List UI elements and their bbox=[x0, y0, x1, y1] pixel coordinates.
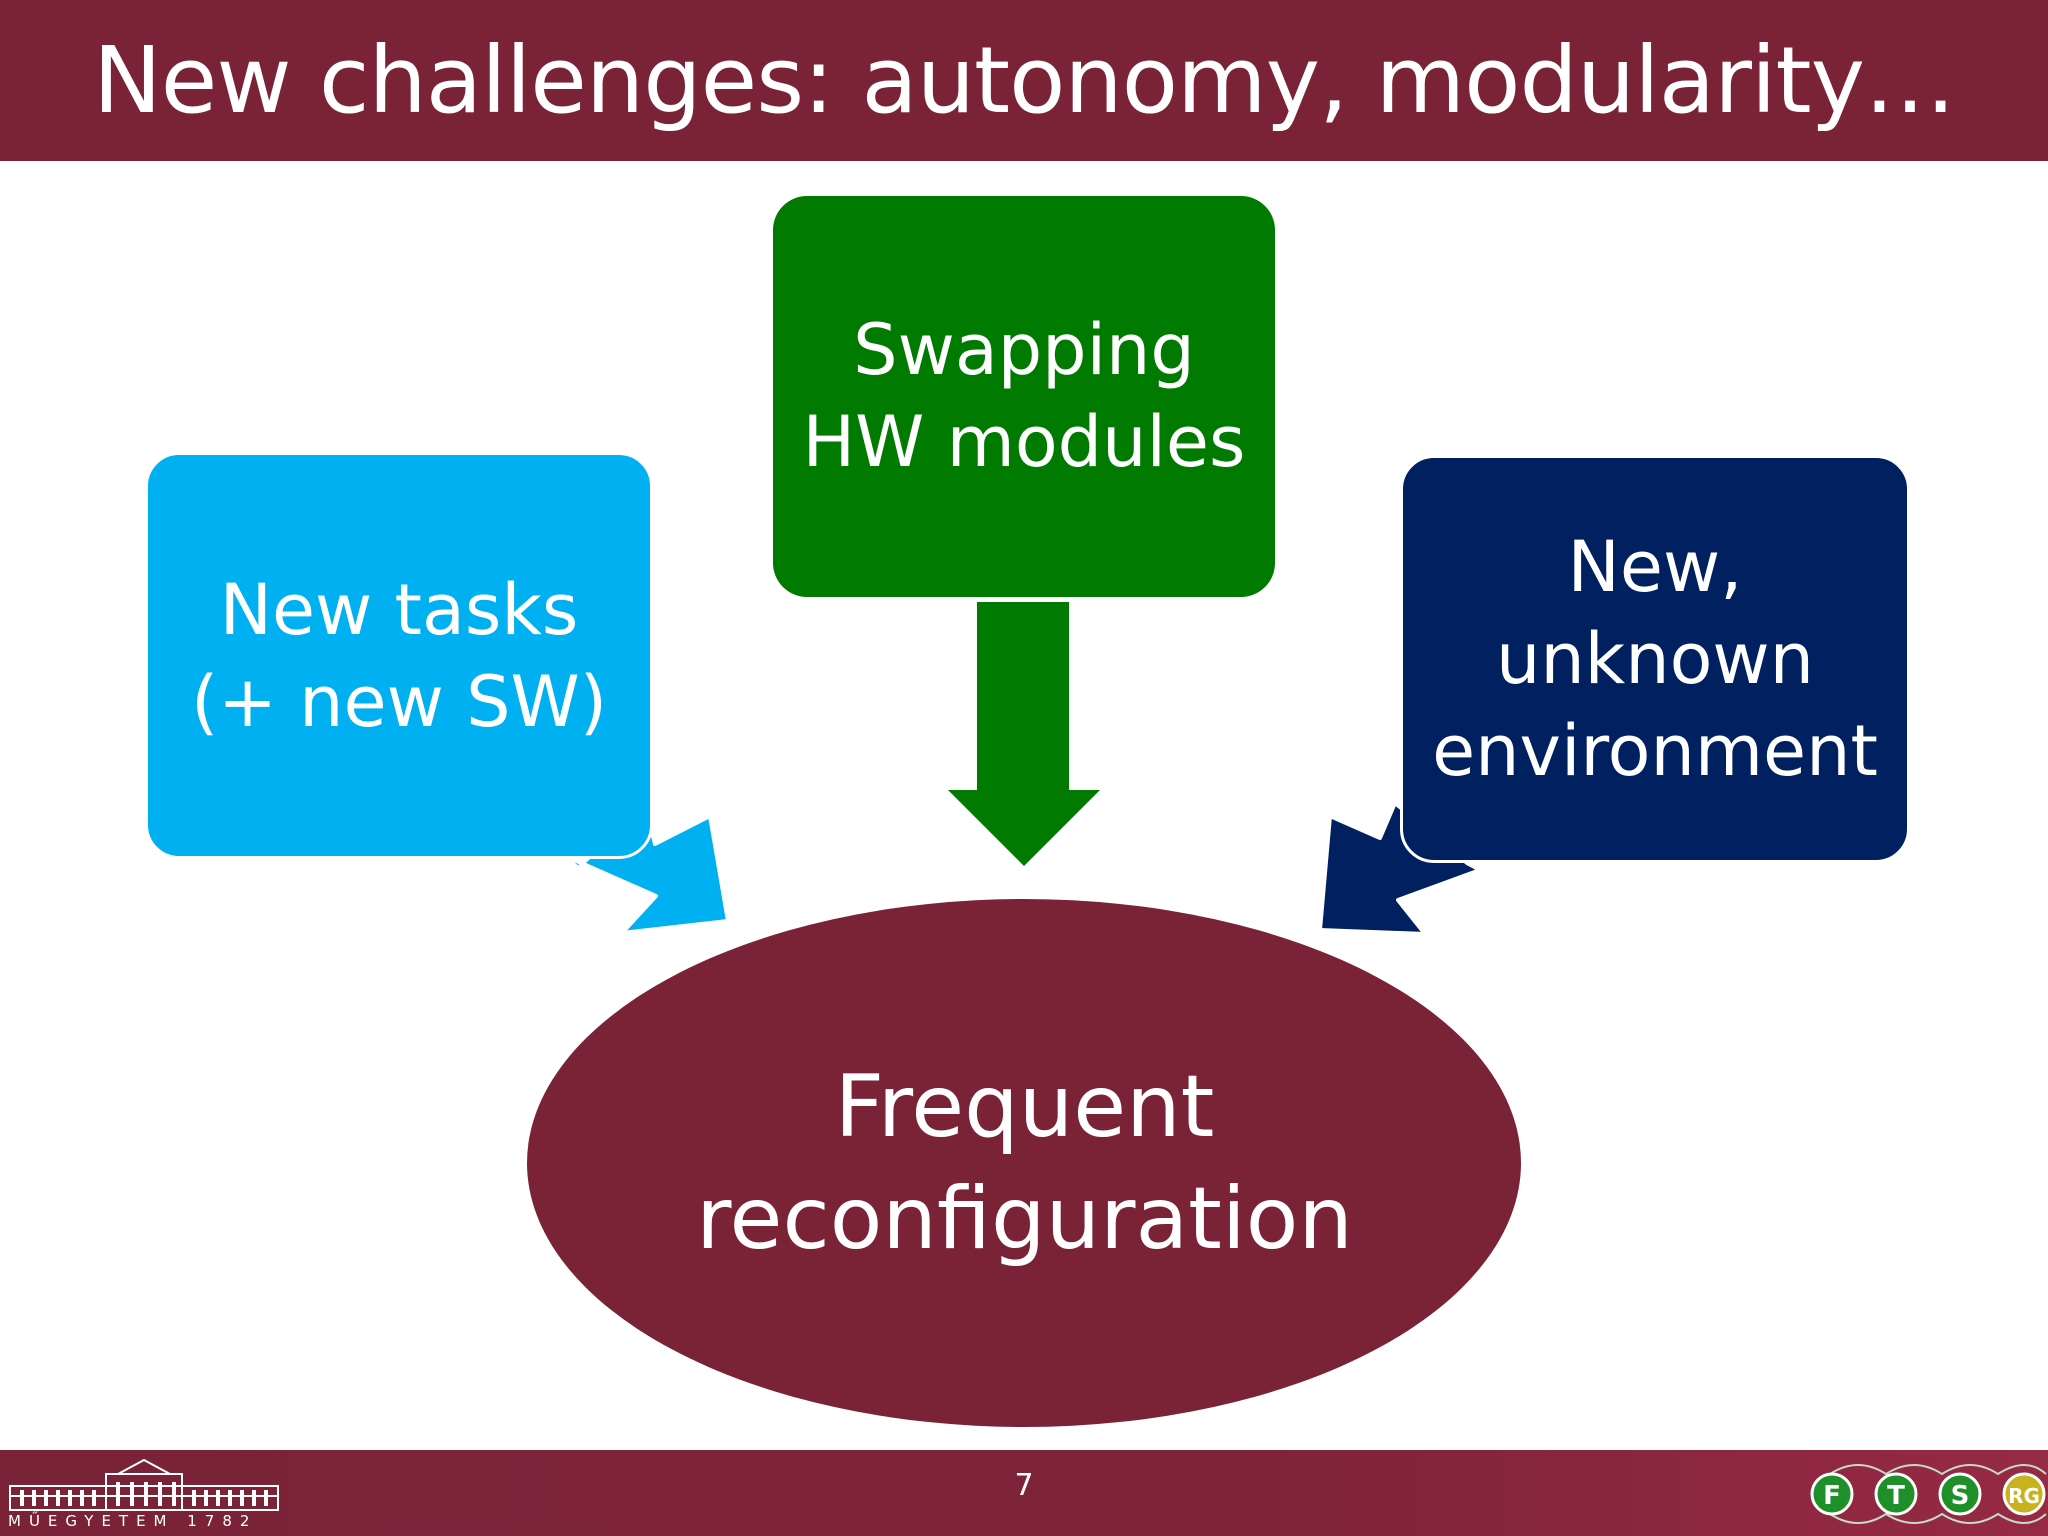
center-ellipse bbox=[527, 899, 1521, 1427]
footer-bar bbox=[0, 1450, 2048, 1536]
slide-title: New challenges: autonomy, modularity… bbox=[92, 27, 1956, 134]
university-building-logo bbox=[9, 1458, 279, 1511]
center-ellipse-label: Frequent reconfiguration bbox=[696, 1056, 1353, 1269]
arrow-hw-to-center bbox=[948, 602, 1100, 866]
group-logo-letter-s: S bbox=[1951, 1481, 1970, 1511]
box-new-tasks-label: New tasks (+ new SW) bbox=[190, 568, 608, 743]
box-new-tasks: New tasks (+ new SW) bbox=[145, 452, 653, 859]
box-swapping-hw: Swapping HW modules bbox=[773, 196, 1275, 597]
center-ellipse-text: Frequent reconfiguration bbox=[527, 900, 1522, 1425]
group-logo-letter-t: T bbox=[1887, 1481, 1905, 1511]
group-logo-letter-f: F bbox=[1823, 1481, 1841, 1511]
arrow-env-to-center bbox=[1318, 801, 1482, 936]
university-caption: MŰEGYETEM 1782 bbox=[8, 1512, 258, 1530]
box-new-environment-label: New, unknown environment bbox=[1432, 526, 1878, 792]
title-bar bbox=[0, 0, 2048, 161]
box-new-environment: New, unknown environment bbox=[1400, 455, 1910, 863]
box-swapping-hw-label: Swapping HW modules bbox=[802, 309, 1246, 483]
page-number: 7 bbox=[1014, 1468, 1034, 1503]
ftsrg-group-logo: F T S RG bbox=[1810, 1464, 2047, 1524]
group-logo-letter-rg: RG bbox=[2008, 1484, 2040, 1508]
